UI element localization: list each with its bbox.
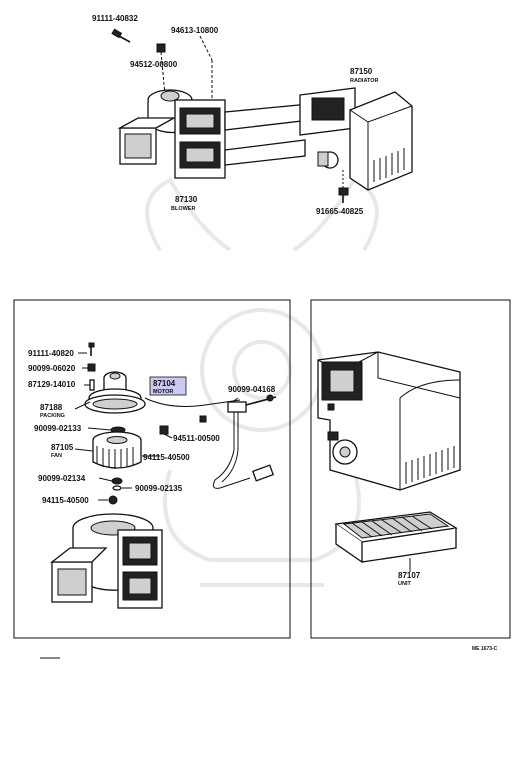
fan bbox=[92, 431, 142, 469]
label-87188: 87188 bbox=[40, 403, 63, 412]
label-87107: 87107 bbox=[398, 571, 421, 580]
label-91665-40825: 91665-40825 bbox=[316, 207, 364, 216]
screw-icon bbox=[88, 342, 95, 356]
label-90099-02135: 90099-02135 bbox=[135, 484, 183, 493]
label-87104: 87104 bbox=[153, 379, 176, 388]
label-87150: 87150 bbox=[350, 67, 373, 76]
label-90099-06020: 90099-06020 bbox=[28, 364, 76, 373]
label-blower: BLOWER bbox=[171, 206, 195, 212]
label-packing: PACKING bbox=[40, 413, 65, 419]
label-94613-10800: 94613-10800 bbox=[171, 26, 219, 35]
label-94115-40500-a: 94115-40500 bbox=[143, 453, 190, 462]
motor-panel: 91111-40820 90099-06020 87129-14010 8710… bbox=[13, 299, 291, 639]
label-94115-40500-b: 94115-40500 bbox=[42, 496, 89, 505]
label-90099-02133: 90099-02133 bbox=[34, 424, 82, 433]
clip-icon bbox=[111, 477, 123, 491]
unit-panel: 87107 UNIT bbox=[310, 299, 511, 639]
label-87105: 87105 bbox=[51, 443, 74, 452]
radiator-box bbox=[317, 91, 413, 191]
label-87129-14010: 87129-14010 bbox=[28, 380, 76, 389]
grommet-icon bbox=[87, 363, 96, 372]
nut-icon bbox=[159, 415, 207, 435]
heater-core bbox=[334, 511, 458, 572]
label-87130: 87130 bbox=[175, 195, 198, 204]
top-assembly: 91111-40832 94613-10800 94512-00800 8715… bbox=[92, 14, 413, 216]
label-91111-40820: 91111-40820 bbox=[28, 349, 74, 358]
blower-case bbox=[50, 513, 163, 609]
wire-harness bbox=[212, 394, 277, 489]
label-90099-02134: 90099-02134 bbox=[38, 474, 86, 483]
motor bbox=[84, 371, 241, 414]
label-radiator: RADIATOR bbox=[350, 78, 379, 84]
screw-icon bbox=[111, 28, 131, 43]
duct bbox=[224, 87, 356, 166]
spacer-icon bbox=[89, 379, 95, 391]
label-94511-00500: 94511-00500 bbox=[173, 434, 220, 443]
label-fan: FAN bbox=[51, 453, 62, 459]
nut-icon bbox=[156, 43, 166, 53]
washer-icon bbox=[98, 495, 118, 505]
motor-highlight bbox=[149, 376, 187, 396]
label-motor: MOTOR bbox=[153, 389, 173, 395]
label-unit: UNIT bbox=[398, 581, 411, 587]
heater-unit bbox=[317, 351, 461, 491]
reference-code: ME 1673-C bbox=[472, 646, 498, 652]
label-91111-40832: 91111-40832 bbox=[92, 14, 138, 23]
blower-housing bbox=[117, 89, 226, 179]
bolt-icon bbox=[338, 170, 349, 203]
label-90099-04168: 90099-04168 bbox=[228, 385, 276, 394]
label-94512-00800: 94512-00800 bbox=[130, 60, 178, 69]
